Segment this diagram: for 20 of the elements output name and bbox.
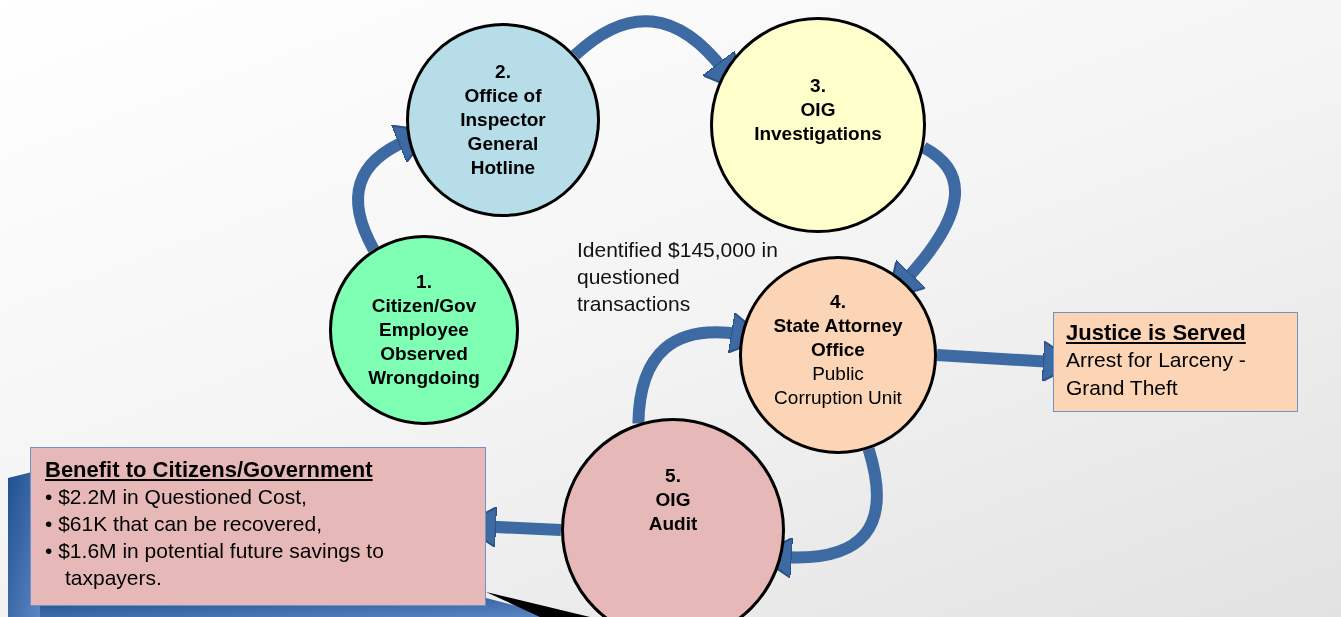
bullet-item: • $61K that can be recovered, [45, 511, 324, 537]
step-number: 3. [809, 74, 827, 98]
step-number: 5. [664, 464, 682, 488]
box-heading: Benefit to Citizens/Government [45, 456, 374, 483]
step-label: Public Corruption Unit [773, 362, 903, 410]
bullet-item: • $2.2M in Questioned Cost, [45, 484, 308, 510]
step-label: Office of Inspector General Hotline [459, 84, 547, 180]
step-number: 4. [829, 290, 847, 314]
result-box [30, 447, 486, 606]
step-label: State Attorney Office [772, 314, 904, 362]
step-number: 2. [494, 60, 512, 84]
box-heading: Justice is Served [1066, 319, 1247, 346]
step-label: OIG Investigations [753, 98, 883, 146]
box-text: Arrest for Larceny -Grand Theft [1066, 347, 1247, 401]
annotation-text: Identified $145,000 in questioned transactions [577, 237, 779, 317]
step-label: OIG Audit [647, 488, 699, 536]
step-number: 1. [415, 270, 433, 294]
result-box [1053, 312, 1298, 412]
bullet-item: • $1.6M in potential future savings to taxpayers. [45, 538, 385, 591]
step-label: Citizen/Gov Employee Observed Wrongdoing [367, 294, 481, 390]
